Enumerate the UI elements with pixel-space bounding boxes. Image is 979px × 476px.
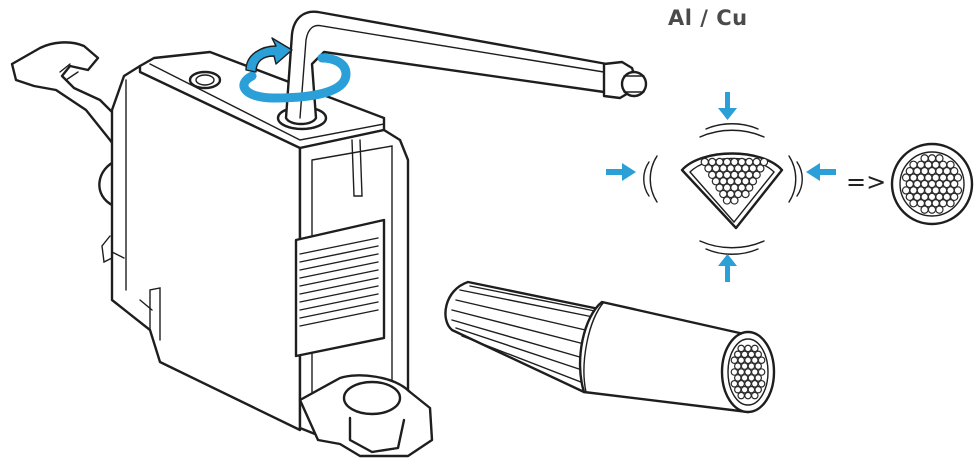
strand: [733, 385, 742, 394]
strand: [747, 385, 756, 394]
strand: [935, 205, 944, 214]
strand: [754, 385, 763, 394]
strand: [920, 205, 929, 214]
strand: [754, 350, 763, 359]
strand-lines: [451, 285, 601, 385]
strand: [754, 374, 763, 382]
strand: [757, 379, 766, 388]
strand: [747, 350, 756, 359]
strand: [747, 362, 756, 370]
strand: [750, 368, 759, 376]
hex-key-icon: [284, 10, 648, 126]
arrow-down-icon: [718, 92, 737, 120]
strand: [733, 374, 742, 382]
strand: [737, 356, 746, 365]
strand: [740, 350, 749, 359]
strand: [754, 362, 763, 370]
strand: [946, 199, 955, 208]
strand: [737, 344, 746, 353]
strand: [733, 362, 742, 370]
strand: [950, 192, 959, 202]
strand: [744, 356, 752, 365]
strand: [747, 374, 756, 382]
strand: [737, 391, 746, 400]
arrow-up-icon: [718, 254, 737, 282]
strand: [740, 385, 749, 394]
strand: [722, 196, 732, 205]
strand: [750, 391, 759, 400]
strand: [737, 379, 746, 388]
strand: [730, 379, 739, 388]
strand: [752, 170, 761, 180]
terminal-block-icon: [101, 50, 434, 458]
strand: [950, 166, 959, 176]
strand: [935, 154, 944, 163]
round-conductor-icon: [890, 142, 974, 226]
strand: [730, 356, 739, 365]
strand: [744, 368, 752, 376]
strand: [730, 196, 739, 205]
strand: [748, 177, 758, 186]
sector-conductor-icon: [680, 152, 784, 230]
strand: [737, 368, 746, 376]
strand: [750, 379, 759, 388]
strand: [744, 379, 752, 388]
cable-icon: [444, 280, 776, 414]
strand: [744, 344, 752, 353]
arrow-left-icon: [806, 163, 836, 181]
material-label: Al / Cu: [668, 6, 748, 30]
strand: [744, 391, 752, 400]
strand: [757, 356, 766, 365]
strand: [759, 157, 769, 167]
pressure-arrows: [606, 92, 836, 282]
strand: [750, 344, 759, 353]
strand: [745, 183, 754, 192]
strand: [909, 199, 918, 208]
strand: [953, 173, 963, 182]
strand: [927, 205, 937, 214]
transform-symbol: =>: [846, 168, 886, 196]
strand: [953, 186, 963, 195]
thread-lines: [299, 237, 379, 327]
strand: [740, 374, 749, 382]
strand: [733, 350, 742, 359]
compression-arcs: [643, 123, 803, 255]
strand: [741, 189, 750, 199]
strand: [730, 368, 739, 376]
strand: [946, 160, 955, 169]
strand: [750, 356, 759, 365]
strand: [757, 368, 766, 376]
arrow-right-icon: [606, 163, 636, 181]
strand: [950, 179, 959, 189]
strand: [756, 164, 765, 173]
rotation-arrow-icon: [239, 37, 351, 103]
strand: [740, 362, 749, 370]
